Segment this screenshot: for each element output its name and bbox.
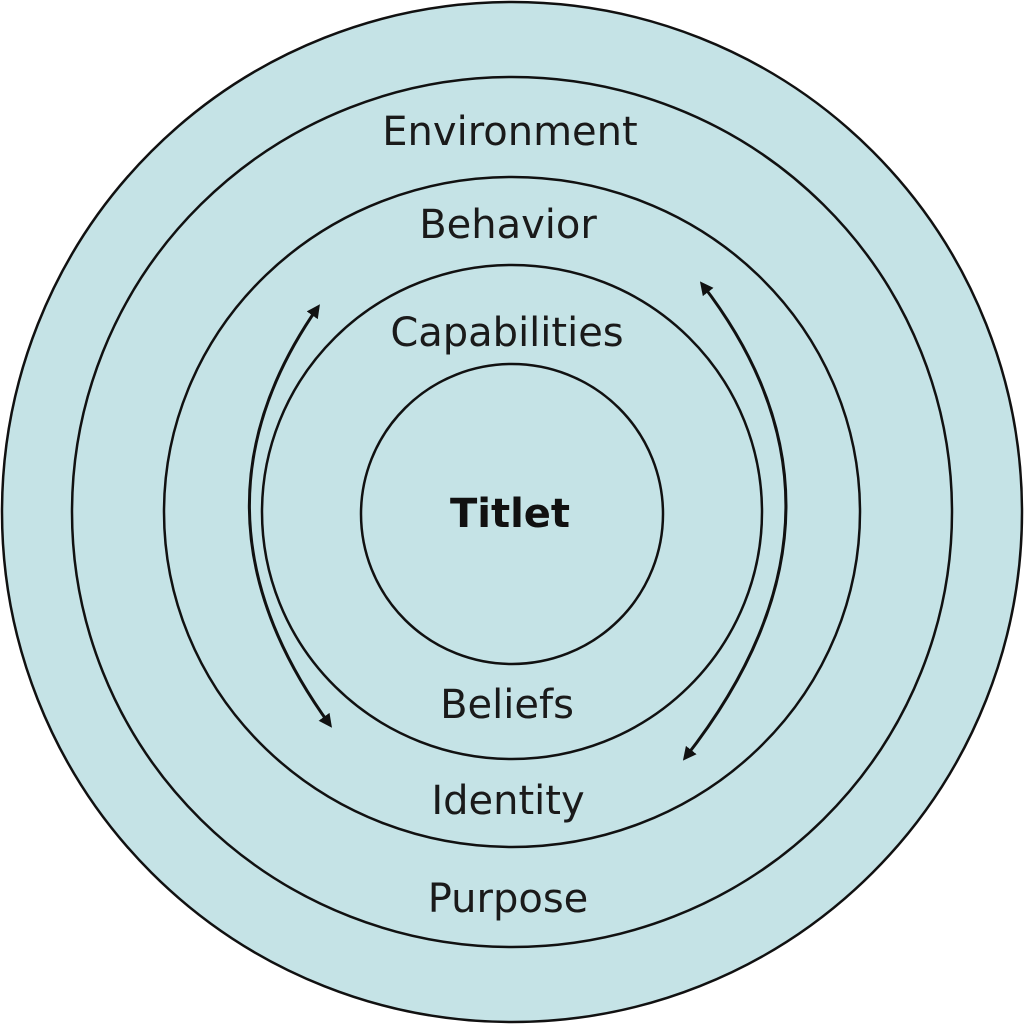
label-purpose: Purpose	[428, 876, 589, 922]
label-capabilities: Capabilities	[390, 310, 623, 356]
ring-center	[359, 362, 665, 666]
label-environment: Environment	[382, 109, 637, 155]
label-behavior: Behavior	[419, 202, 597, 248]
left-arrow-arc	[248, 304, 332, 728]
label-identity: Identity	[431, 778, 584, 824]
right-arrow-arc	[682, 281, 788, 761]
label-beliefs: Beliefs	[440, 682, 574, 728]
label-center-title: Titlet	[450, 491, 570, 537]
